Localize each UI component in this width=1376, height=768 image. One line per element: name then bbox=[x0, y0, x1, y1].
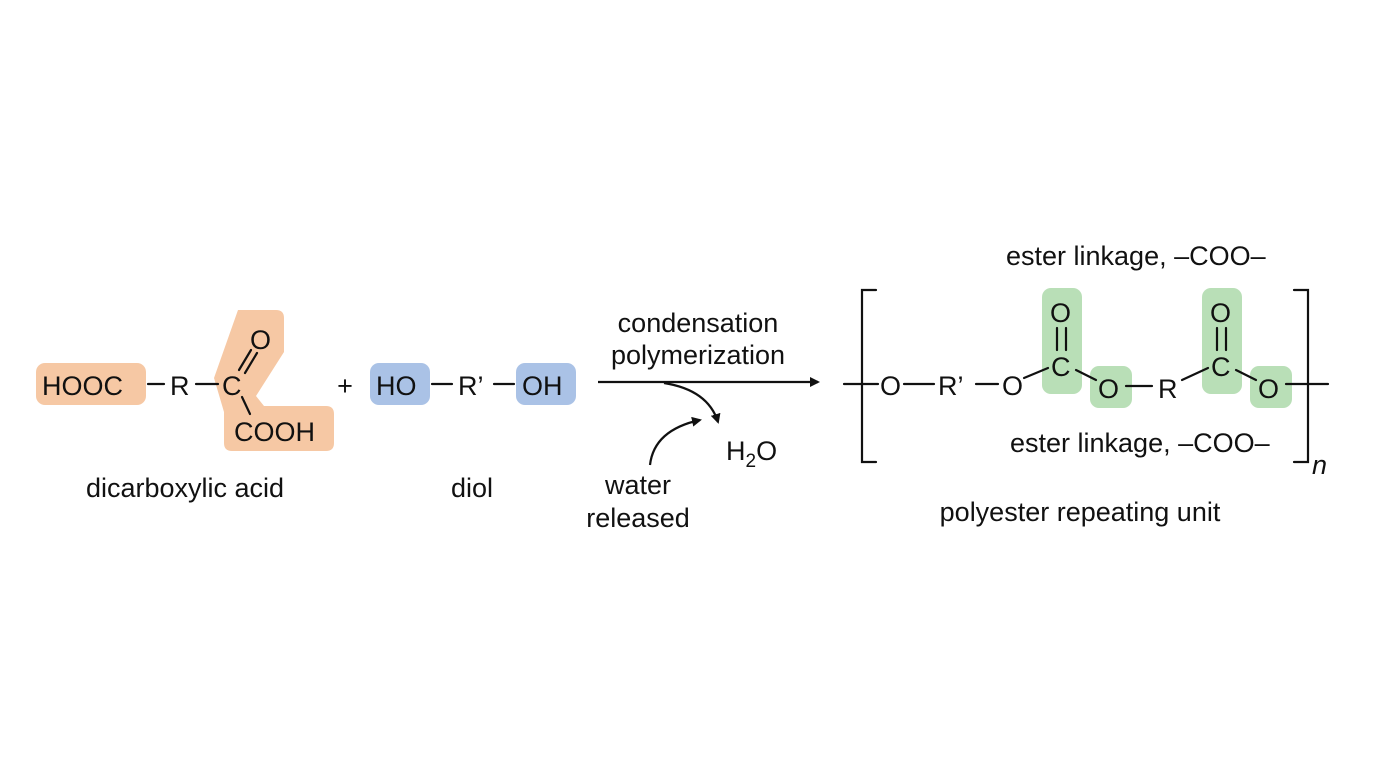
diol-r-prime-group: R’ bbox=[458, 371, 484, 401]
ester-o4-highlight bbox=[1250, 366, 1292, 408]
polymer-r-prime: R’ bbox=[938, 371, 964, 401]
ester-c1-highlight bbox=[1042, 288, 1082, 394]
water-leaving-arrow bbox=[663, 381, 721, 424]
polymer-o4: O bbox=[1258, 374, 1279, 404]
polymer-bond-o2-c1 bbox=[1022, 366, 1050, 380]
water-caption-line1: water bbox=[604, 470, 671, 500]
polymer-caption: polyester repeating unit bbox=[940, 497, 1221, 527]
acid-cooh-group: COOH bbox=[234, 417, 315, 447]
reaction-label-line1: condensation bbox=[618, 308, 779, 338]
water-pointer-arrow bbox=[648, 416, 702, 466]
polymer-bond-c1-o3 bbox=[1074, 368, 1098, 382]
diol-ho-group: HO bbox=[376, 371, 417, 401]
ester-o3-highlight bbox=[1090, 366, 1132, 408]
acid-hooc-group: HOOC bbox=[42, 371, 123, 401]
polymer-c2: C bbox=[1211, 352, 1231, 382]
acid-double-bond-a bbox=[237, 348, 253, 372]
water-o: O bbox=[756, 436, 777, 466]
acid-hooc-highlight bbox=[36, 363, 146, 405]
polymer-bond-r-c2 bbox=[1180, 366, 1210, 382]
acid-r-group: R bbox=[170, 371, 190, 401]
polymer-o3: O bbox=[1098, 374, 1119, 404]
polymer-bond-c2-o4 bbox=[1234, 368, 1258, 382]
water-molecule: H2O bbox=[726, 436, 777, 472]
ester-label-bottom: ester linkage, –COO– bbox=[1010, 428, 1270, 458]
polymer-o1: O bbox=[880, 371, 901, 401]
diol-oh-group: OH bbox=[522, 371, 563, 401]
acid-double-bond-b bbox=[243, 351, 259, 375]
ester-label-top: ester linkage, –COO– bbox=[1006, 241, 1266, 271]
water-caption-line2: released bbox=[586, 503, 690, 533]
repeat-subscript-n: n bbox=[1312, 450, 1327, 480]
polymer-o2: O bbox=[1002, 371, 1023, 401]
right-bracket bbox=[1292, 288, 1310, 464]
water-h: H bbox=[726, 436, 746, 466]
diol-oh-highlight bbox=[516, 363, 576, 405]
acid-bond-c-cooh bbox=[240, 395, 252, 416]
diol-ho-highlight bbox=[370, 363, 430, 405]
diol-caption: diol bbox=[451, 473, 493, 503]
polymer-c1-oxygen: O bbox=[1050, 298, 1071, 328]
ester-c2-highlight bbox=[1202, 288, 1242, 394]
reaction-label-line2: polymerization bbox=[611, 340, 785, 370]
acid-carboxyl-highlight bbox=[214, 310, 334, 451]
water-subscript: 2 bbox=[746, 451, 757, 472]
polymer-c2-oxygen: O bbox=[1210, 298, 1231, 328]
left-bracket bbox=[860, 288, 878, 464]
acid-carbon: C bbox=[222, 371, 242, 401]
polymer-c1: C bbox=[1051, 352, 1071, 382]
polymer-r: R bbox=[1158, 374, 1178, 404]
acid-carbonyl-oxygen: O bbox=[250, 325, 271, 355]
plus-sign: + bbox=[337, 371, 353, 401]
acid-caption: dicarboxylic acid bbox=[86, 473, 284, 503]
